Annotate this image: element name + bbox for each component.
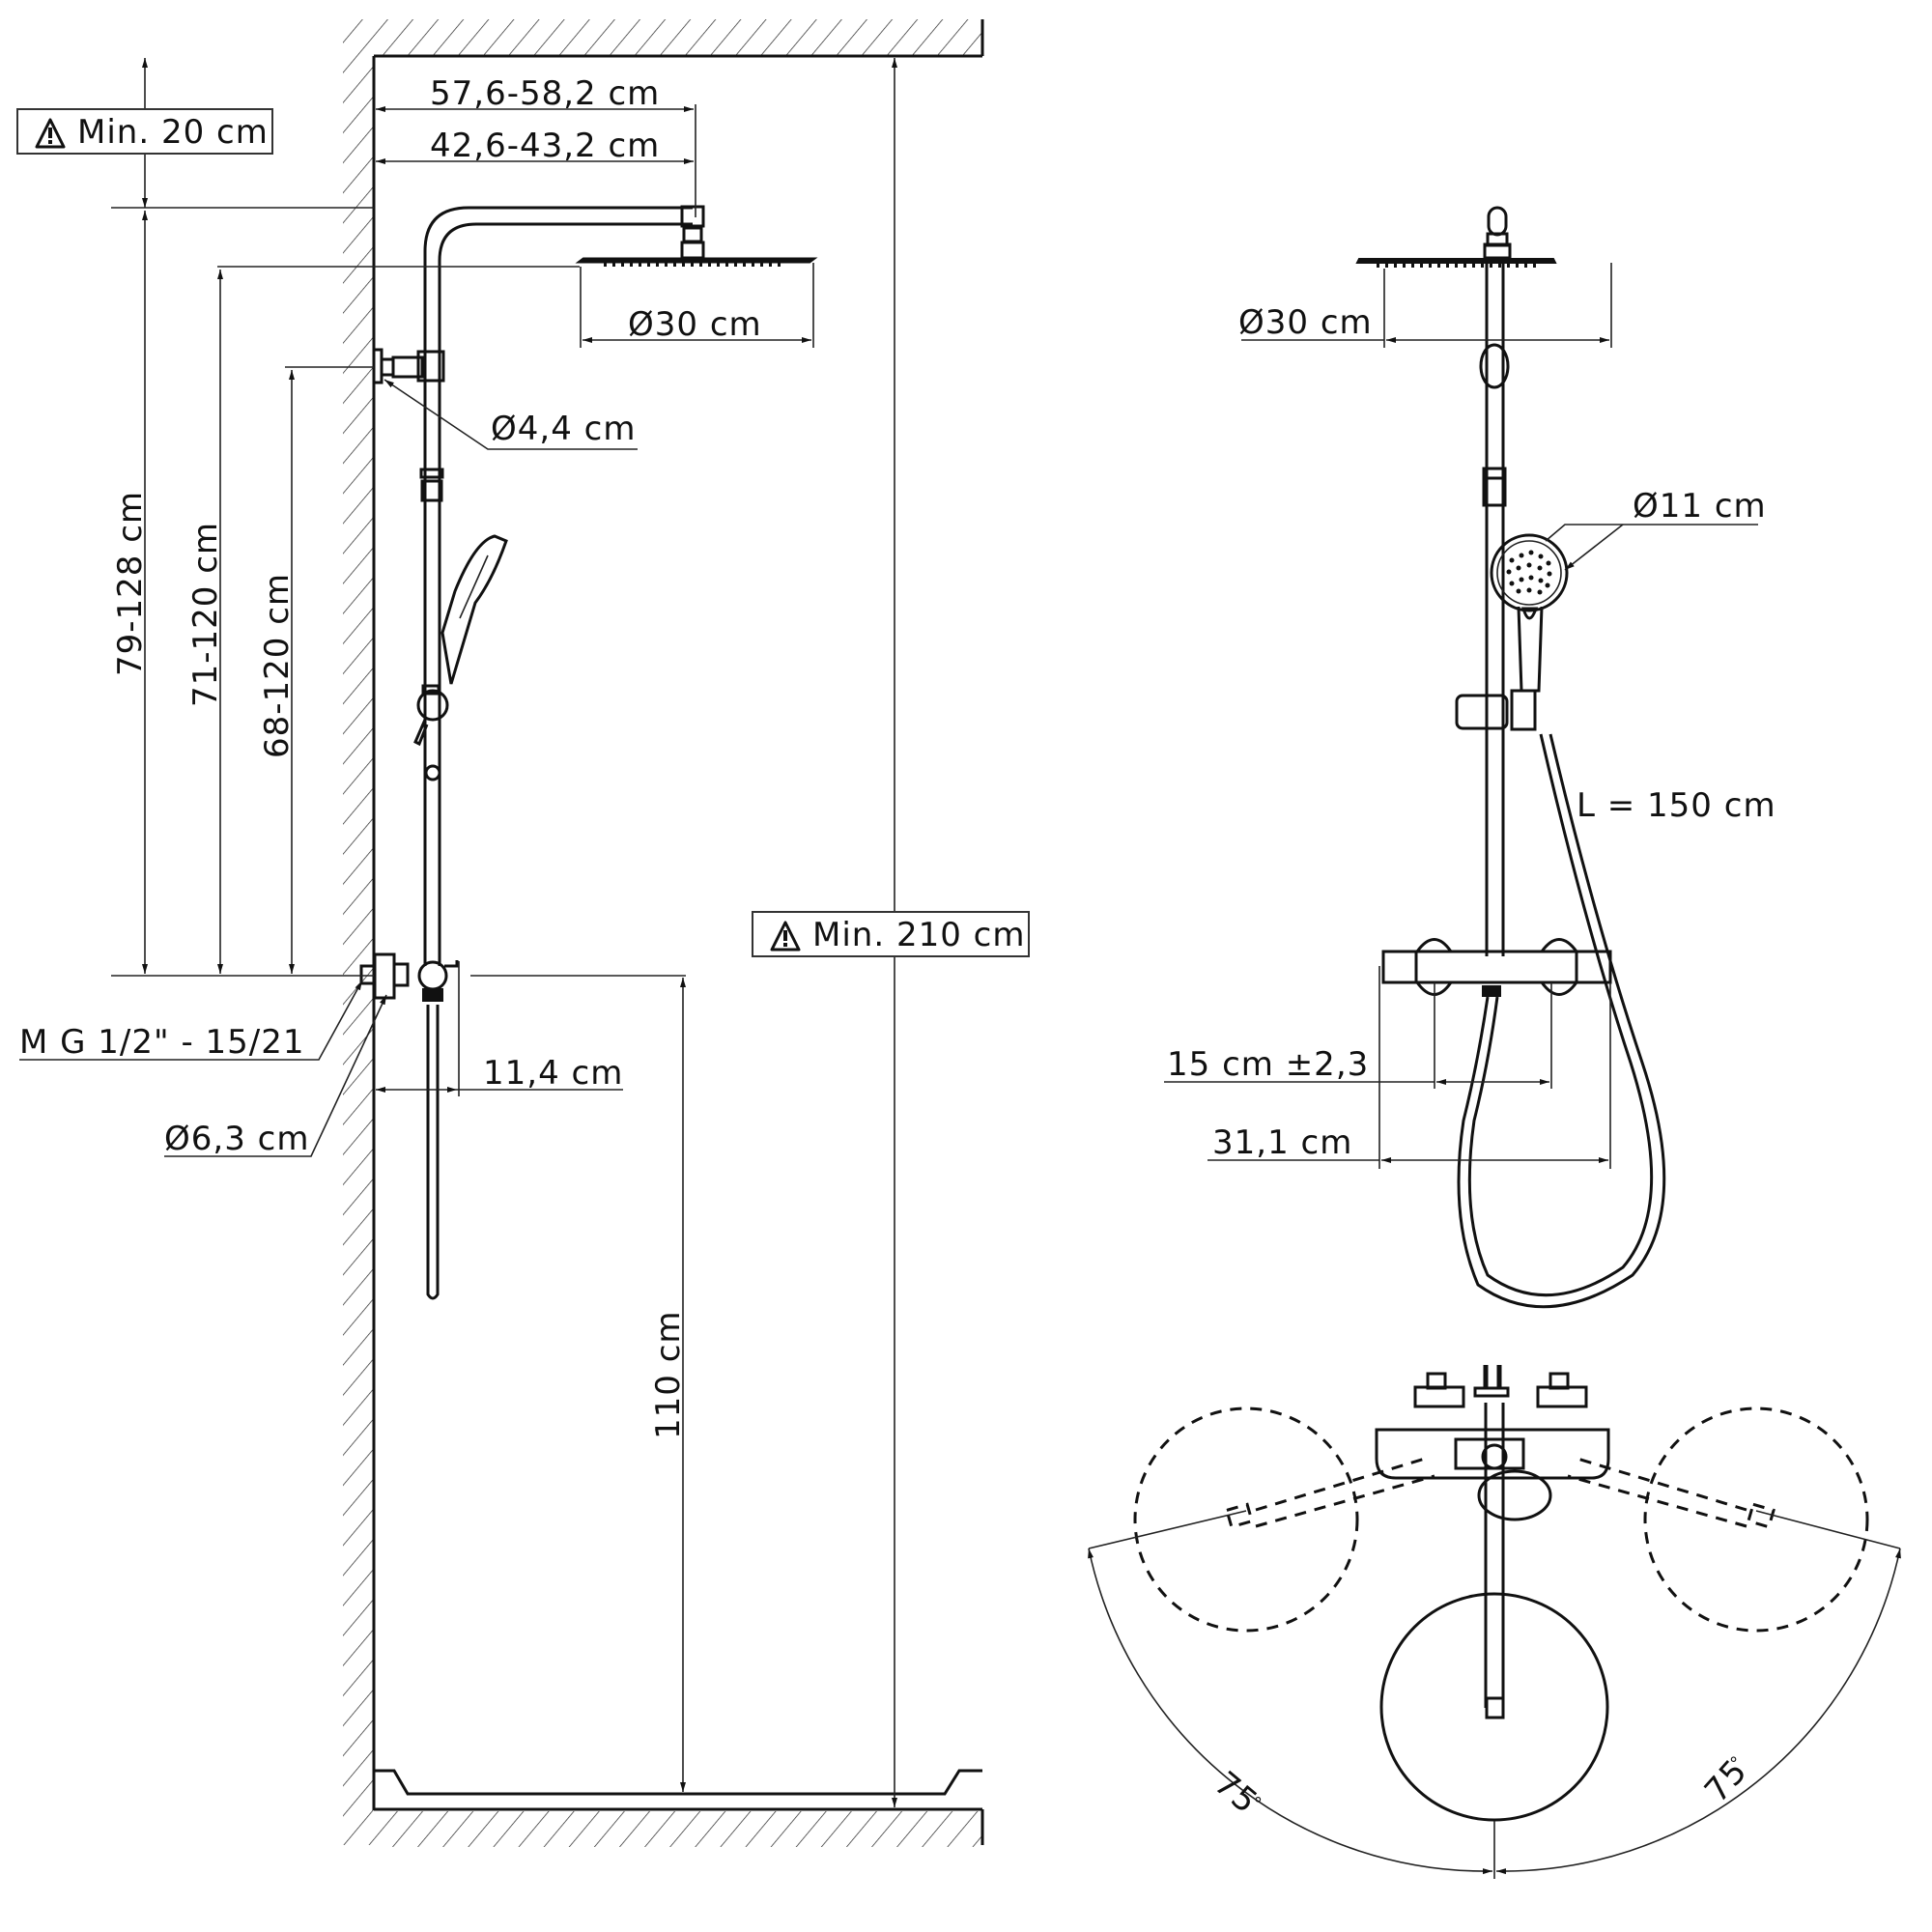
front-overhead-diameter-label: Ø30 cm (1238, 303, 1373, 342)
arm-length-inner-label: 42,6-43,2 cm (430, 127, 660, 165)
rotation-left-label: 75 ° (1207, 1764, 1265, 1822)
shower-column-front (1355, 206, 1666, 1309)
arm-length-outer-label: 57,6-58,2 cm (430, 74, 660, 113)
inlet-spacing-label: 15 cm ±2,3 (1167, 1045, 1369, 1084)
overhead-diameter-label: Ø30 cm (628, 305, 762, 344)
wall-section (343, 19, 984, 1847)
warning-triangle-icon (35, 118, 66, 149)
svg-text:75: 75 (1207, 1764, 1264, 1822)
thread-spec-label: M G 1/2" - 15/21 (19, 1023, 305, 1062)
side-dimension-lines (19, 58, 897, 1807)
shower-column-side (359, 205, 818, 1300)
shower-tray (374, 1769, 982, 1796)
rotation-right-label: 75 ° (1697, 1751, 1755, 1810)
handshower-diameter-label: Ø11 cm (1633, 487, 1767, 526)
wall-distance-label: 11,4 cm (483, 1054, 623, 1093)
escutcheon-diameter-label: Ø6,3 cm (164, 1120, 309, 1158)
warning-triangle-icon (770, 921, 801, 952)
warning-min-210-label: Min. 210 cm (812, 916, 1025, 954)
height-range-1-label: 79-128 cm (111, 491, 150, 676)
warning-min-20-label: Min. 20 cm (77, 113, 269, 152)
height-range-2-label: 71-120 cm (186, 522, 225, 707)
wall-bracket-diameter-label: Ø4,4 cm (491, 410, 636, 448)
warning-min-20: Min. 20 cm (16, 108, 273, 155)
handshower-nozzles (1506, 550, 1552, 595)
hose-length-label: L = 150 cm (1577, 786, 1776, 825)
mixer-height-label: 110 cm (649, 1310, 688, 1439)
height-range-3-label: 68-120 cm (258, 573, 297, 758)
shower-column-top (1133, 1365, 1869, 1822)
svg-text:75: 75 (1697, 1752, 1755, 1810)
front-dimension-lines (1164, 263, 1758, 1169)
mixer-width-label: 31,1 cm (1212, 1123, 1352, 1162)
rotation-arcs (1088, 1510, 1901, 1879)
warning-min-210: Min. 210 cm (752, 911, 1030, 957)
